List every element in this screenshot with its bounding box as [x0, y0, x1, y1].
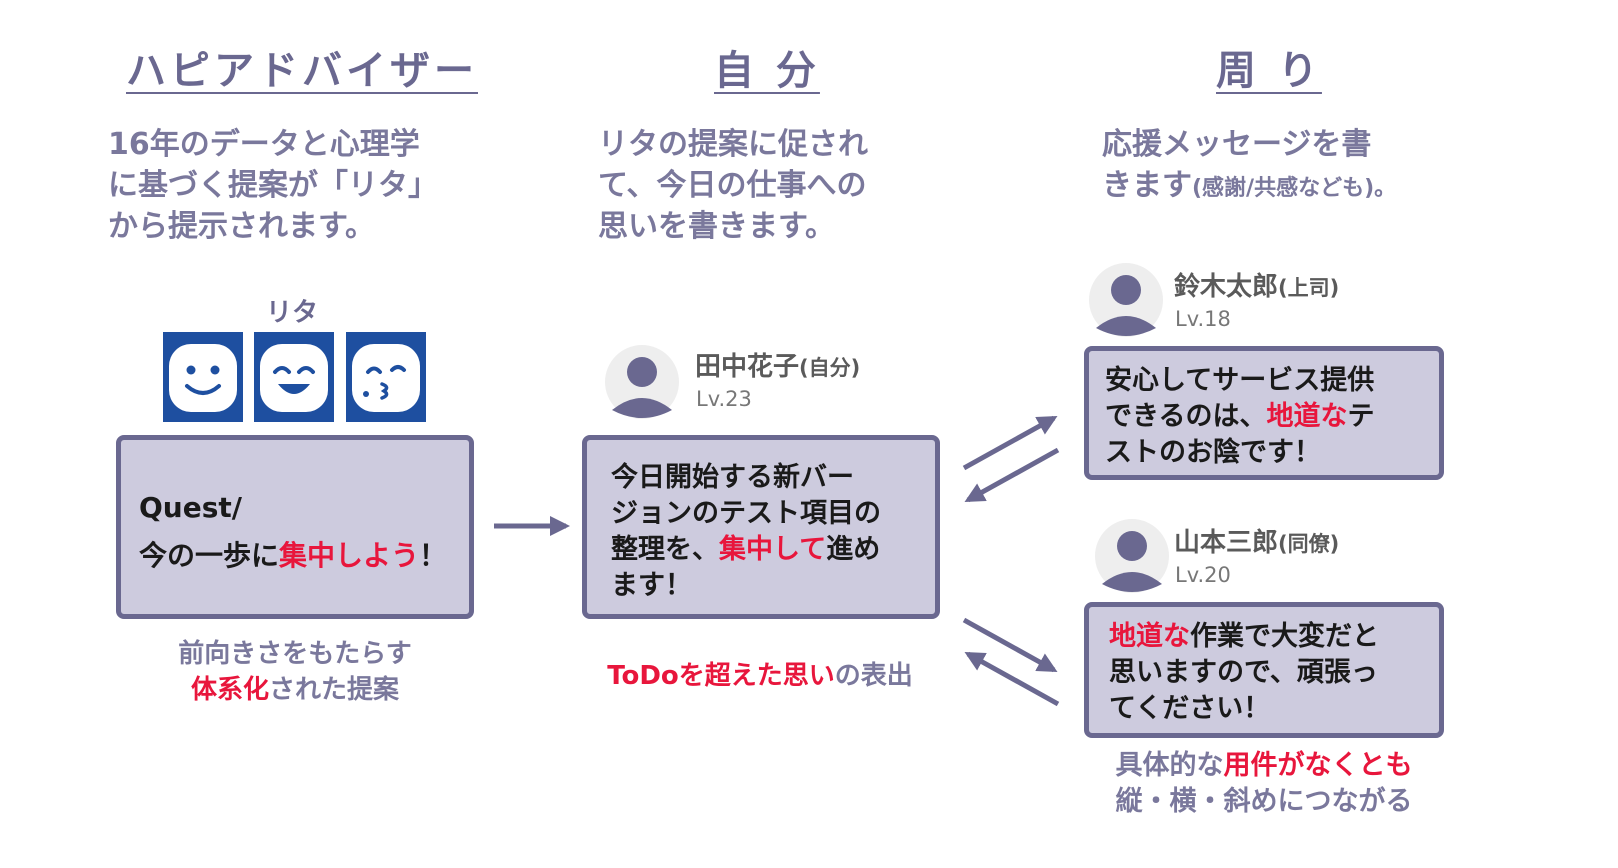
smile-face-icon [169, 344, 237, 412]
quest-highlight: 集中しよう [279, 539, 420, 572]
boss-user-name: 鈴木太郎(上司) [1174, 266, 1339, 303]
boss-user-level: Lv.18 [1175, 307, 1231, 331]
quest-message-text: 今の一歩に [139, 539, 280, 572]
self-user-role: (自分) [799, 356, 861, 380]
face-smile [163, 332, 243, 422]
others-caption: 具体的な用件がなくとも 縦・横・斜めにつながる [1094, 748, 1434, 820]
advisor-caption-line: 体系化された提案 [140, 672, 450, 708]
colleague-message-text: 作業で大変だと [1190, 621, 1379, 652]
self-caption-highlight: ToDoを超えた思い [607, 661, 835, 691]
others-caption-line: 具体的な用件がなくとも [1094, 748, 1434, 784]
boss-message-text: できるのは、 [1105, 401, 1267, 432]
boss-user-role: (上司) [1278, 276, 1340, 300]
others-description-text: きます [1102, 168, 1192, 203]
advisor-description: 16年のデータと心理学 に基づく提案が「リタ」 から提示されます。 [108, 124, 438, 247]
self-user-name: 田中花子(自分) [695, 346, 860, 383]
user-avatar-icon [605, 345, 679, 419]
boss-message-text: テ [1347, 401, 1375, 432]
boss-message-line: できるのは、地道なテ [1105, 399, 1439, 435]
colleague-user-name-text: 山本三郎 [1174, 528, 1279, 558]
colleague-user-level: Lv.20 [1175, 563, 1231, 587]
arrow-icon [962, 415, 1058, 471]
face-kiss [346, 332, 426, 422]
grin-face-icon [260, 344, 328, 412]
boss-message-line: 安心してサービス提供 [1105, 365, 1375, 396]
advisor-description-line: から提示されます。 [108, 209, 375, 244]
self-message-highlight: 集中して [719, 534, 827, 565]
self-description-line: て、今日の仕事への [598, 168, 867, 203]
advisor-quest-box: Quest/ 今の一歩に集中しよう！ [116, 435, 474, 619]
others-caption-text: 具体的な [1115, 750, 1224, 781]
self-message-text: 進め [826, 534, 881, 565]
colleague-message-line: 思いますので、頑張っ [1109, 657, 1378, 688]
quest-message: 今の一歩に集中しよう！ [139, 532, 469, 580]
self-message-line: ジョンのテスト項目の [611, 498, 881, 529]
self-user-name-text: 田中花子 [695, 352, 800, 382]
others-caption-highlight: 用件がなくとも [1223, 750, 1413, 781]
advisor-caption: 前向きさをもたらす 体系化された提案 [140, 636, 450, 708]
self-description: リタの提案に促され て、今日の仕事への 思いを書きます。 [598, 124, 868, 247]
user-avatar-icon [1095, 519, 1169, 593]
self-message-line: 整理を、集中して進め [611, 532, 935, 568]
boss-user-name-text: 鈴木太郎 [1174, 272, 1279, 302]
self-message-line: ます！ [611, 570, 692, 601]
colleague-user-name: 山本三郎(同僚) [1174, 522, 1339, 559]
others-description-line: きます(感謝/共感なども)。 [1102, 165, 1396, 209]
self-message-line: 今日開始する新バー [611, 462, 854, 493]
self-message-text: 整理を、 [611, 534, 719, 565]
arrow-icon [962, 617, 1058, 673]
quest-label: Quest/ [139, 491, 243, 524]
colleague-user-role: (同僚) [1278, 532, 1340, 556]
colleague-message-line: てください！ [1109, 693, 1271, 724]
advisor-column-title: ハピアドバイザー [126, 48, 478, 94]
quest-message-end: ！ [419, 539, 448, 572]
others-description-note: (感謝/共感なども)。 [1192, 176, 1397, 201]
face-grin [254, 332, 334, 422]
advisor-caption-text: された提案 [269, 675, 400, 705]
self-column-title: 自 分 [714, 48, 820, 94]
advisor-description-line: に基づく提案が「リタ」 [108, 168, 438, 203]
others-caption-line: 縦・横・斜めにつながる [1115, 786, 1413, 817]
boss-message-highlight: 地道な [1266, 401, 1348, 432]
others-description: 応援メッセージを書 きます(感謝/共感なども)。 [1102, 124, 1396, 209]
advisor-description-line: 16年のデータと心理学 [108, 127, 420, 162]
colleague-message-line: 地道な作業で大変だと [1109, 619, 1439, 655]
others-column-title: 周 り [1216, 48, 1322, 94]
self-user-level: Lv.23 [696, 387, 752, 411]
kiss-face-icon [352, 344, 420, 412]
others-description-line: 応援メッセージを書 [1102, 127, 1372, 162]
user-avatar-icon [1089, 263, 1163, 337]
character-name: リタ [266, 298, 319, 328]
self-description-line: 思いを書きます。 [598, 209, 835, 244]
arrow-icon [964, 651, 1060, 707]
advisor-caption-highlight: 体系化 [190, 675, 269, 705]
self-caption-text: の表出 [834, 661, 913, 691]
colleague-message-box: 地道な作業で大変だと 思いますので、頑張っ てください！ [1084, 602, 1444, 738]
self-description-line: リタの提案に促され [598, 127, 868, 162]
self-message-box: 今日開始する新バー ジョンのテスト項目の 整理を、集中して進め ます！ [582, 435, 940, 619]
arrow-icon [964, 447, 1060, 503]
boss-message-box: 安心してサービス提供 できるのは、地道なテ ストのお陰です！ [1084, 346, 1444, 480]
boss-message-line: ストのお陰です！ [1105, 437, 1321, 468]
self-caption: ToDoを超えた思いの表出 [590, 658, 930, 694]
colleague-message-highlight: 地道な [1109, 621, 1190, 652]
advisor-caption-line: 前向きさをもたらす [178, 639, 412, 669]
